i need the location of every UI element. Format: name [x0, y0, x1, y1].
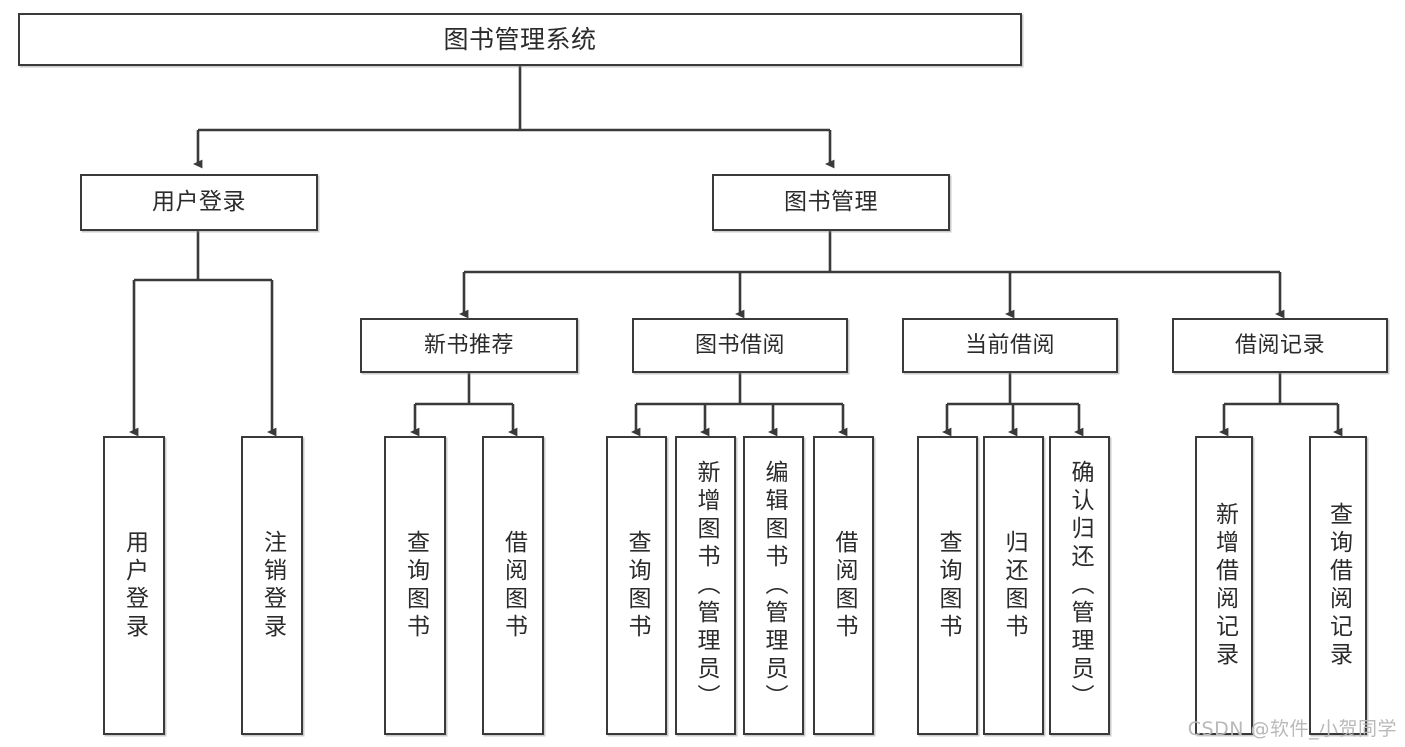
leaf-record-add-borrow-record[interactable]: 新增借阅记录 — [1195, 436, 1253, 735]
node-new-book-recommend[interactable]: 新书推荐 — [360, 318, 578, 373]
node-label: 图书借阅 — [694, 332, 785, 358]
node-label: 归还图书 — [1001, 529, 1027, 642]
leaf-user-logout[interactable]: 注销登录 — [241, 436, 303, 735]
node-label: 借阅记录 — [1234, 332, 1325, 358]
node-label: 查询图书 — [624, 529, 650, 642]
node-label: 借阅图书 — [831, 529, 857, 642]
node-label: 编辑图书（管理员） — [761, 459, 787, 712]
node-label: 图书管理系统 — [443, 24, 597, 54]
node-borrow-record[interactable]: 借阅记录 — [1172, 318, 1388, 373]
leaf-newbook-query-book[interactable]: 查询图书 — [384, 436, 446, 735]
node-book-borrow[interactable]: 图书借阅 — [632, 318, 848, 373]
node-label: 查询图书 — [402, 529, 429, 642]
node-book-management[interactable]: 图书管理 — [712, 174, 950, 231]
leaf-borrow-borrow-book[interactable]: 借阅图书 — [813, 436, 874, 735]
node-label: 新书推荐 — [423, 332, 514, 358]
leaf-borrow-edit-book-admin[interactable]: 编辑图书（管理员） — [743, 436, 804, 735]
leaf-current-return-book[interactable]: 归还图书 — [983, 436, 1044, 735]
node-label: 注销登录 — [259, 529, 286, 642]
node-label: 图书管理 — [784, 188, 878, 215]
node-label: 用户登录 — [152, 188, 246, 215]
node-label: 当前借阅 — [964, 332, 1055, 358]
node-label: 确认归还（管理员） — [1067, 459, 1093, 712]
leaf-user-login[interactable]: 用户登录 — [103, 436, 165, 735]
leaf-borrow-add-book-admin[interactable]: 新增图书（管理员） — [675, 436, 736, 735]
node-label: 借阅图书 — [500, 529, 527, 642]
leaf-record-query-borrow-record[interactable]: 查询借阅记录 — [1309, 436, 1367, 735]
node-label: 新增借阅记录 — [1211, 501, 1238, 670]
leaf-current-query-book[interactable]: 查询图书 — [917, 436, 978, 735]
node-label: 查询图书 — [935, 529, 961, 642]
node-root-book-management-system[interactable]: 图书管理系统 — [18, 13, 1022, 66]
node-user-login[interactable]: 用户登录 — [80, 174, 318, 231]
node-current-borrow[interactable]: 当前借阅 — [902, 318, 1118, 373]
leaf-newbook-borrow-book[interactable]: 借阅图书 — [482, 436, 544, 735]
leaf-current-confirm-return-admin[interactable]: 确认归还（管理员） — [1049, 436, 1110, 735]
node-label: 新增图书（管理员） — [693, 459, 719, 712]
csdn-watermark: CSDN @软件_小贺同学 — [1187, 718, 1397, 740]
node-label: 用户登录 — [121, 529, 148, 642]
leaf-borrow-query-book[interactable]: 查询图书 — [606, 436, 667, 735]
node-label: 查询借阅记录 — [1325, 501, 1352, 670]
